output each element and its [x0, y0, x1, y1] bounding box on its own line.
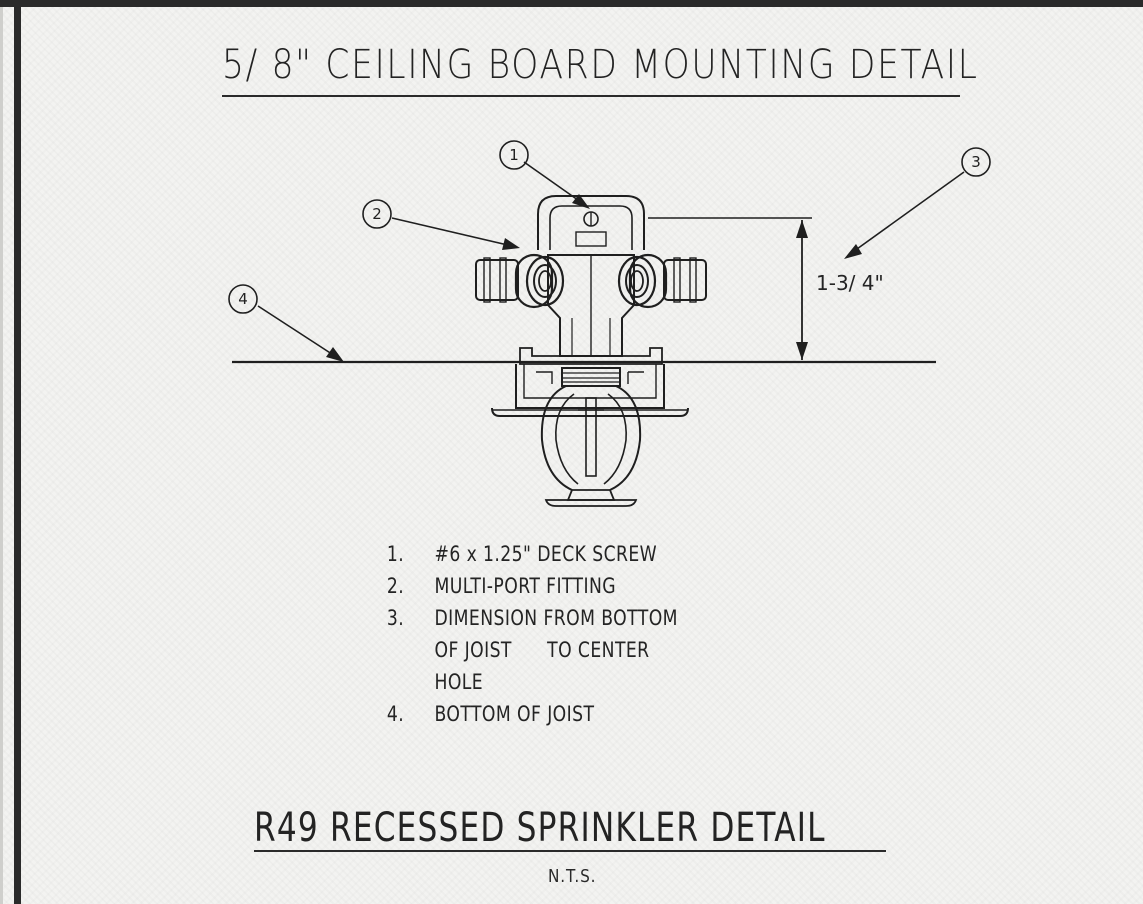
leader-3-arrow	[844, 244, 862, 259]
fitting-body	[547, 254, 635, 357]
detail-title: 5/ 8" CEILING BOARD MOUNTING DETAIL	[222, 42, 979, 88]
recessed-cup	[515, 364, 665, 409]
sprinkler-deflector	[566, 489, 616, 501]
callout-1-bubble	[499, 140, 529, 170]
escutcheon-plate	[491, 407, 689, 417]
right-port-outer	[663, 259, 707, 301]
leader-4-arrow	[326, 347, 344, 362]
leader-3	[849, 171, 965, 255]
sprinkler-bulb	[585, 397, 597, 477]
scale-note: N.T.S.	[548, 866, 597, 887]
callout-3-bubble	[961, 147, 991, 177]
sprinkler-head-threads	[561, 367, 621, 387]
top-bracket	[537, 195, 645, 250]
left-port-inner	[514, 253, 554, 309]
leader-4	[257, 305, 339, 359]
left-port-outer	[475, 259, 519, 301]
dimension-arrow-top	[796, 220, 808, 238]
note-item: 2. MULTI-PORT FITTING	[386, 574, 617, 598]
title-underline	[222, 95, 960, 97]
leader-2-arrow	[502, 238, 520, 250]
note-item: 4. BOTTOM OF JOIST	[386, 702, 595, 726]
callout-4-label: 4	[238, 290, 248, 308]
sprinkler-frame	[540, 385, 642, 491]
note-item: 3. DIMENSION FROM BOTTOM	[386, 606, 678, 630]
dimension-label: 1-3/ 4"	[816, 271, 884, 295]
callout-3-label: 3	[971, 153, 981, 171]
leader-1	[523, 161, 586, 206]
note-continuation: HOLE	[434, 670, 484, 694]
dimension-arrow-bottom	[796, 342, 808, 360]
sheet-edge	[0, 0, 3, 904]
subtitle-underline	[254, 850, 886, 852]
callout-2-bubble	[362, 199, 392, 229]
note-item: 1. #6 x 1.25" DECK SCREW	[386, 542, 658, 566]
callout-1-label: 1	[509, 146, 519, 164]
callout-2-label: 2	[372, 205, 382, 223]
leader-2	[391, 217, 513, 247]
detail-subtitle: R49 RECESSED SPRINKLER DETAIL	[254, 805, 826, 851]
callout-4-bubble	[228, 284, 258, 314]
note-continuation: OF JOIST TO CENTER	[434, 638, 650, 662]
frame-top-border	[0, 0, 1143, 7]
right-port-inner	[628, 253, 668, 309]
notes-list: 1. #6 x 1.25" DECK SCREW 2. MULTI-PORT F…	[382, 538, 762, 730]
frame-left-border	[14, 0, 21, 904]
